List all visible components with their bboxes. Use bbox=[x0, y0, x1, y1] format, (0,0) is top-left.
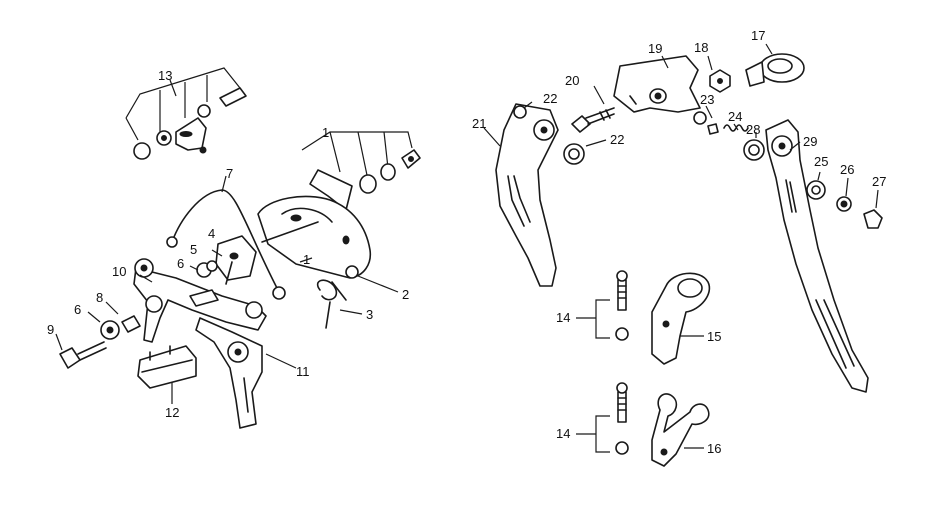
callout-labels: 13 1 7 4 5 1 6 10 2 8 6 3 9 11 12 17 19 … bbox=[47, 28, 886, 456]
part-2-cable-hanger bbox=[257, 195, 399, 293]
part-1-lead bbox=[299, 257, 313, 263]
part-10-11-caliper-arms bbox=[133, 258, 297, 429]
label-12: 12 bbox=[165, 405, 179, 420]
label-23: 23 bbox=[700, 92, 714, 107]
part-7-straddle-cable bbox=[166, 175, 286, 300]
label-28: 28 bbox=[746, 122, 760, 137]
part-19-lever-bracket bbox=[613, 55, 701, 113]
label-2: 2 bbox=[402, 287, 409, 302]
part-21-brake-lever bbox=[483, 101, 559, 287]
label-7: 7 bbox=[226, 166, 233, 181]
part-13-arm-set bbox=[125, 67, 247, 160]
label-14-lower: 14 bbox=[556, 426, 570, 441]
part-1-hanger-hardware bbox=[301, 131, 421, 211]
part-14-16-lower-bracket bbox=[576, 382, 710, 467]
label-19: 19 bbox=[648, 41, 662, 56]
label-11: 11 bbox=[296, 364, 310, 379]
part-20-pivot-bolt bbox=[571, 85, 615, 133]
label-20: 20 bbox=[565, 73, 579, 88]
label-17: 17 bbox=[751, 28, 765, 43]
label-10: 10 bbox=[112, 264, 126, 279]
label-6-lower: 6 bbox=[74, 302, 81, 317]
part-23-24-adjuster-spring bbox=[693, 105, 749, 135]
label-3: 3 bbox=[366, 307, 373, 322]
label-29: 29 bbox=[803, 134, 817, 149]
label-15: 15 bbox=[707, 329, 721, 344]
left-label-leads bbox=[55, 79, 223, 351]
label-4: 4 bbox=[208, 226, 215, 241]
part-29-long-lever bbox=[765, 119, 869, 393]
part-18-nut bbox=[707, 55, 731, 93]
label-22-lower: 22 bbox=[610, 132, 624, 147]
part-9-6-8-mount-bolt bbox=[59, 315, 141, 369]
label-27: 27 bbox=[872, 174, 886, 189]
part-12-brake-shoe bbox=[137, 345, 197, 404]
label-25: 25 bbox=[814, 154, 828, 169]
part-14-15-upper-bracket bbox=[576, 270, 711, 365]
label-22-upper: 22 bbox=[543, 91, 557, 106]
label-24: 24 bbox=[728, 109, 742, 124]
label-6-upper: 6 bbox=[177, 256, 184, 271]
part-28-bushing bbox=[743, 132, 765, 161]
part-3-return-spring bbox=[316, 279, 363, 329]
label-8: 8 bbox=[96, 290, 103, 305]
label-21: 21 bbox=[472, 116, 486, 131]
label-26: 26 bbox=[840, 162, 854, 177]
part-17-clamp-band bbox=[745, 43, 805, 87]
label-9: 9 bbox=[47, 322, 54, 337]
label-1-upper: 1 bbox=[322, 125, 329, 140]
label-14-upper: 14 bbox=[556, 310, 570, 325]
part-22-bushing bbox=[563, 139, 607, 165]
part-4-pivot-block bbox=[215, 235, 257, 285]
label-16: 16 bbox=[707, 441, 721, 456]
part-25-26-27-hardware bbox=[806, 171, 883, 229]
label-1-lower: 1 bbox=[303, 252, 310, 267]
label-5: 5 bbox=[190, 242, 197, 257]
label-18: 18 bbox=[694, 40, 708, 55]
label-13: 13 bbox=[158, 68, 172, 83]
part-5-6-adjuster bbox=[196, 260, 218, 278]
